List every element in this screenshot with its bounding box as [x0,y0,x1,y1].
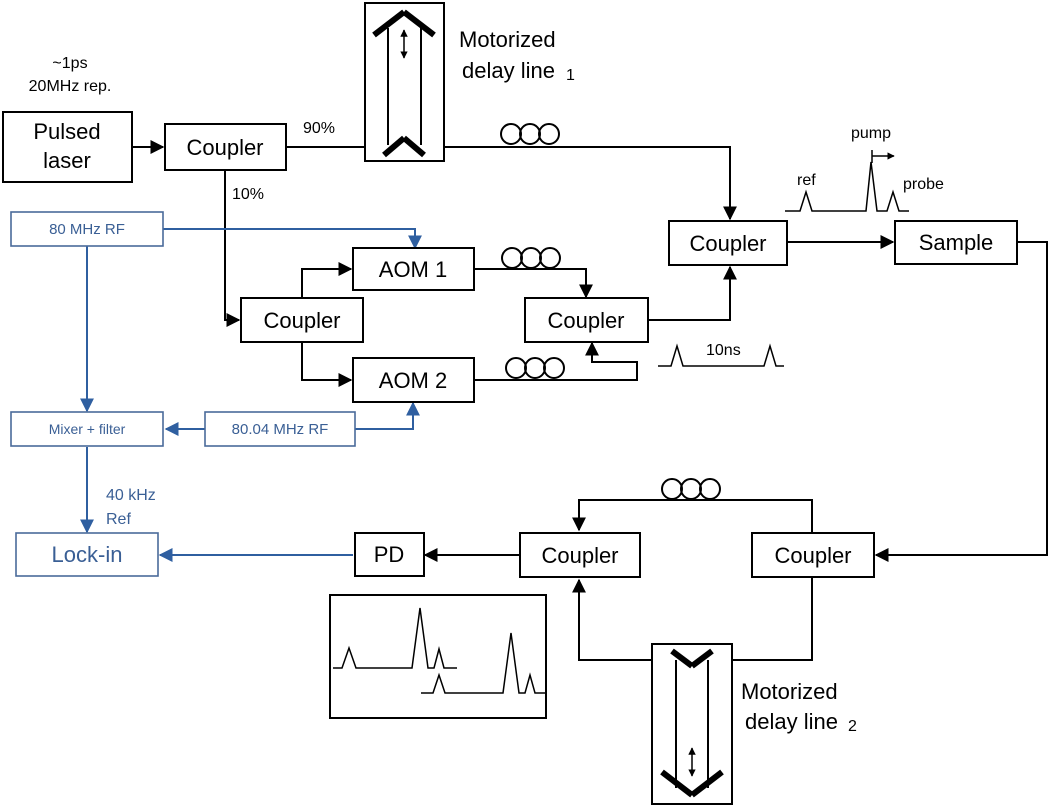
laser-label-top: Pulsed [33,119,100,144]
pulse-pump-label: pump [851,125,891,142]
laser-spec-rep: 20MHz rep. [29,78,112,95]
delay-line-2-index: 2 [848,718,857,735]
delay-line-2-label: Motorized delay line 2 [741,679,857,735]
delay-line-1-label-bottom: delay line [462,58,555,83]
coupler-main: Coupler [164,123,287,171]
delay-line-2-label-bottom: delay line [745,709,838,734]
fiber-loop-aom1 [501,247,561,269]
delay-line-2 [651,643,733,805]
mixer-filter-label: Mixer + filter [49,421,126,437]
ref-freq-label: 40 kHz [106,487,156,504]
pulse-train-10ns: 10ns [658,342,784,367]
coupler-split: Coupler [240,297,364,343]
coupler-detect-label: Coupler [541,543,618,568]
laser-label-bottom: laser [43,148,91,173]
aom-1-label: AOM 1 [379,257,447,282]
oscilloscope-trace [329,594,547,719]
sample: Sample [894,220,1018,265]
coupler-combine-label: Coupler [547,308,624,333]
rf-80-04mhz-label: 80.04 MHz RF [232,421,329,438]
coupler-split-label: Coupler [263,308,340,333]
aom-2: AOM 2 [352,357,475,403]
coupler-combine: Coupler [524,297,649,343]
sample-label: Sample [919,230,994,255]
delay-line-1-label-top: Motorized [459,27,556,52]
coupler-detect: Coupler [519,532,641,578]
fiber-loop-aom2 [505,357,565,379]
coupler-return: Coupler [751,532,875,578]
photodiode: PD [354,532,425,577]
rf-paths [80,228,422,562]
fiber-loop-return [661,478,721,500]
coupler-sample-in: Coupler [668,220,788,266]
coupler-return-label: Coupler [774,543,851,568]
aom-1: AOM 1 [352,247,475,291]
delay-line-1-index: 1 [566,67,575,84]
delay-line-1 [364,2,445,162]
pulsed-laser: Pulsed laser [2,111,133,183]
pulse-ref-label: ref [797,172,816,189]
ratio-10: 10% [232,186,264,203]
laser-spec: ~1ps 20MHz rep. [29,55,112,95]
rf-80mhz-label: 80 MHz RF [49,221,125,238]
delay-line-1-label: Motorized delay line 1 [459,27,575,84]
fiber-loop-top [500,123,560,145]
rf-80mhz: 80 MHz RF [10,211,164,247]
pulse-probe-label: probe [903,176,944,193]
delay-line-2-label-top: Motorized [741,679,838,704]
coupler-main-label: Coupler [186,135,263,160]
rf-80-04mhz: 80.04 MHz RF [204,411,356,447]
laser-spec-pulse: ~1ps [52,55,87,72]
ref-label: Ref [106,511,131,528]
lock-in: Lock-in [15,532,159,577]
aom-2-label: AOM 2 [379,368,447,393]
photodiode-label: PD [374,542,405,567]
coupler-sample-in-label: Coupler [689,231,766,256]
ratio-90: 90% [303,120,335,137]
pulse-train-sample: ref pump probe [785,125,944,212]
lock-in-label: Lock-in [52,542,123,567]
pulse-spacing-label: 10ns [706,342,741,359]
mixer-filter: Mixer + filter [10,411,164,447]
